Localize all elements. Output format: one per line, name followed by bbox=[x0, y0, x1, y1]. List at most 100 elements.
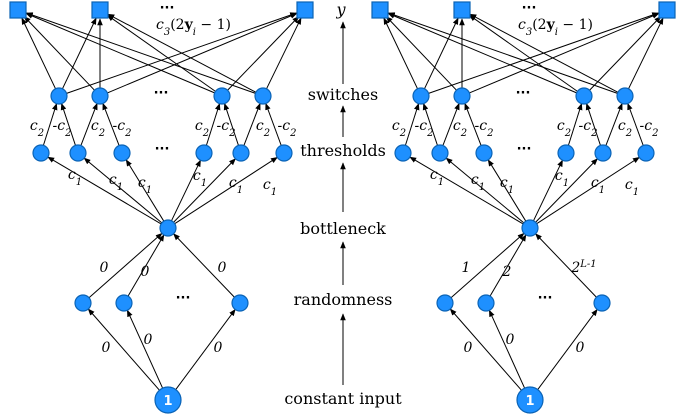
left-randomness-node-3 bbox=[231, 294, 249, 312]
right-threshold-node-1 bbox=[394, 144, 412, 162]
left-output-ellipsis: ··· bbox=[160, 1, 175, 16]
right-switch-to-output-edge bbox=[423, 17, 459, 89]
right-bottleneck-to-threshold-edge bbox=[536, 156, 640, 225]
right-bottleneck-to-threshold-edge bbox=[409, 156, 524, 225]
right-output-ellipsis: ··· bbox=[522, 1, 537, 16]
left-switch-weight-label-6: -c2 bbox=[217, 118, 236, 139]
edges bbox=[21, 12, 664, 391]
left-switch-weight-label-2: -c2 bbox=[53, 118, 72, 139]
right-threshold-to-switch-edge bbox=[464, 102, 482, 146]
right-switch-to-output-edge bbox=[589, 15, 662, 91]
left-threshold-weight-label-4: c1 bbox=[193, 168, 207, 189]
left-randomness-node-2 bbox=[115, 294, 133, 312]
left-switch-to-output-edge bbox=[227, 15, 300, 91]
left-input-to-randomness-edge bbox=[126, 309, 164, 389]
right-threshold-to-switch-edge bbox=[605, 102, 623, 146]
left-switch-weight-label-7: c2 bbox=[256, 118, 270, 139]
left-switch-to-output-edge bbox=[107, 13, 257, 93]
right-threshold-weight-label-6: c1 bbox=[625, 177, 639, 198]
right-threshold-weight-label-3: c1 bbox=[500, 175, 514, 196]
left-bottleneck-to-threshold-edge bbox=[83, 157, 163, 224]
right-threshold-to-switch-edge bbox=[567, 102, 583, 146]
right-randomness-weight-label-3: 2L-1 bbox=[570, 259, 596, 277]
left-threshold-node-3 bbox=[113, 144, 131, 162]
left-threshold-to-switch-edge bbox=[42, 102, 58, 146]
right-switch-ellipsis: ··· bbox=[516, 86, 531, 101]
right-switch-node-2 bbox=[453, 87, 471, 105]
right-threshold-weight-label-2: c1 bbox=[471, 172, 485, 193]
left-bottleneck-node bbox=[159, 219, 177, 237]
right-switch-node-4 bbox=[616, 87, 634, 105]
right-switch-to-output-edge bbox=[383, 17, 419, 89]
left-switch-to-output-edge bbox=[107, 13, 298, 94]
right-switch-to-output-edge bbox=[628, 17, 664, 90]
left-output-node-2 bbox=[91, 1, 109, 19]
right-switch-to-output-edge bbox=[469, 13, 660, 94]
right-switch-weight-label-8: -c2 bbox=[640, 118, 659, 139]
right-output-term-label: c3(2yi − 1) bbox=[518, 17, 593, 38]
right-switch-node-1 bbox=[412, 87, 430, 105]
stage-label-thresholds: thresholds bbox=[300, 141, 386, 160]
left-input-to-randomness-edge bbox=[175, 308, 236, 390]
right-threshold-ellipsis: ··· bbox=[517, 142, 532, 157]
left-output-node-3 bbox=[296, 1, 314, 19]
left-threshold-weight-label-2: c1 bbox=[109, 172, 123, 193]
left-input-weight-label-2: 0 bbox=[144, 332, 153, 348]
left-threshold-weight-label-6: c1 bbox=[263, 177, 277, 198]
left-randomness-weight-label-3: 0 bbox=[218, 260, 227, 276]
left-threshold-to-switch-edge bbox=[80, 102, 98, 146]
left-threshold-node-1 bbox=[32, 144, 50, 162]
left-threshold-to-switch-edge bbox=[205, 102, 221, 146]
right-threshold-weight-label-5: c1 bbox=[591, 175, 605, 196]
right-randomness-ellipsis: ··· bbox=[538, 291, 553, 306]
left-input-to-randomness-edge bbox=[87, 308, 160, 391]
right-randomness-weight-label-2: 2 bbox=[502, 264, 512, 280]
left-output-term-label: c3(2yi − 1) bbox=[156, 17, 231, 38]
left-randomness-to-bottleneck-edge bbox=[127, 234, 165, 297]
right-threshold-node-3 bbox=[475, 144, 493, 162]
right-randomness-to-bottleneck-edge bbox=[450, 232, 525, 299]
left-switch-node-3 bbox=[213, 87, 231, 105]
left-randomness-weight-label-2: 0 bbox=[141, 264, 150, 280]
right-switch-weight-label-3: c2 bbox=[453, 118, 467, 139]
left-bottleneck-to-threshold-edge bbox=[125, 159, 165, 222]
right-threshold-to-switch-edge bbox=[585, 102, 601, 146]
left-switch-node-1 bbox=[50, 87, 68, 105]
left-switch-to-output-edge bbox=[21, 17, 57, 89]
right-threshold-to-switch-edge bbox=[627, 102, 644, 146]
stage-label-switches: switches bbox=[308, 85, 378, 104]
left-switch-weight-label-1: c2 bbox=[30, 118, 44, 139]
right-threshold-to-switch-edge bbox=[442, 102, 460, 146]
left-switch-node-2 bbox=[91, 87, 109, 105]
right-input-node bbox=[516, 386, 544, 414]
stage-label-constant-input: constant input bbox=[284, 389, 402, 408]
left-threshold-node-2 bbox=[69, 144, 87, 162]
left-threshold-weight-label-1: c1 bbox=[68, 167, 82, 188]
left-switch-ellipsis: ··· bbox=[154, 86, 169, 101]
right-switch-weight-label-7: c2 bbox=[618, 118, 632, 139]
right-switch-weight-label-5: c2 bbox=[557, 118, 571, 139]
right-randomness-node-1 bbox=[436, 294, 454, 312]
left-switch-weight-label-5: c2 bbox=[195, 118, 209, 139]
left-threshold-weight-label-3: c1 bbox=[138, 175, 152, 196]
left-switch-to-output-edge bbox=[61, 17, 97, 89]
left-randomness-weight-label-1: 0 bbox=[100, 260, 109, 276]
left-threshold-to-switch-edge bbox=[60, 102, 76, 146]
left-threshold-to-switch-edge bbox=[243, 102, 261, 146]
right-switch-to-output-edge bbox=[385, 16, 457, 91]
right-bottleneck-to-threshold-edge bbox=[533, 159, 563, 222]
right-threshold-to-switch-edge bbox=[422, 102, 438, 146]
right-randomness-to-bottleneck-edge bbox=[535, 233, 597, 298]
left-switch-to-output-edge bbox=[25, 12, 256, 94]
right-switch-to-output-edge bbox=[387, 12, 618, 94]
right-switch-weight-label-1: c2 bbox=[392, 118, 406, 139]
left-switch-weight-label-3: c2 bbox=[91, 118, 105, 139]
right-output-node-1 bbox=[371, 1, 389, 19]
left-bottleneck-to-threshold-edge bbox=[173, 158, 236, 223]
left-threshold-node-4 bbox=[195, 144, 213, 162]
right-bottleneck-node bbox=[521, 219, 539, 237]
right-randomness-weight-label-1: 1 bbox=[462, 260, 471, 276]
right-threshold-weight-label-4: c1 bbox=[555, 168, 569, 189]
left-switch-weight-label-4: -c2 bbox=[113, 118, 132, 139]
